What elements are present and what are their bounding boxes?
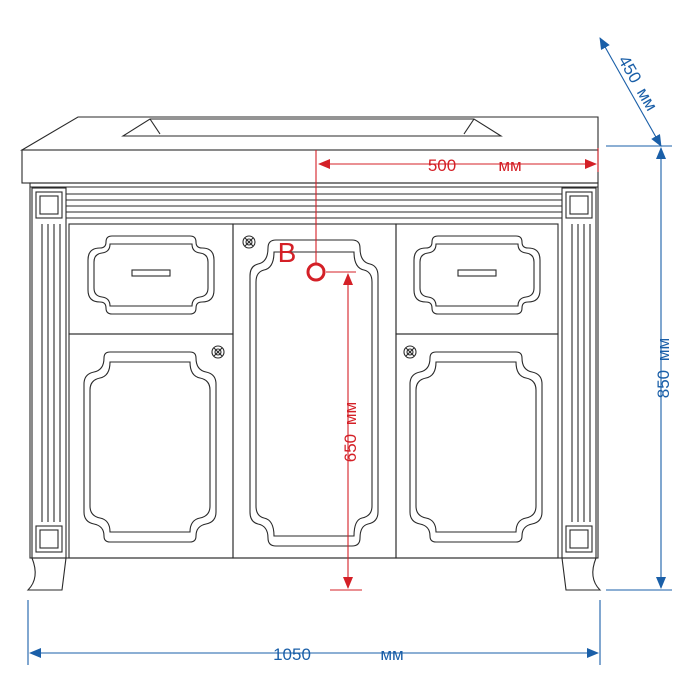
- width-value: 1050: [273, 645, 311, 664]
- left-door-panel: [83, 351, 217, 543]
- countertop-top-face: [19, 116, 599, 151]
- height-label: 850 мм: [654, 338, 673, 398]
- drain-offset-unit: мм: [498, 156, 521, 175]
- height-value: 850: [654, 370, 673, 398]
- right-drawer-handle: [457, 269, 497, 277]
- depth-dimension-line: [599, 37, 662, 147]
- knob-icon: [211, 345, 225, 359]
- drain-point-label: B: [278, 237, 297, 268]
- left-drawer-handle: [131, 269, 171, 277]
- left-pilaster: [31, 187, 67, 559]
- right-drawer: [395, 223, 559, 335]
- right-capital-square: [565, 191, 593, 219]
- frieze-grooves: [66, 193, 562, 219]
- depth-value: 450: [614, 52, 645, 86]
- drain-point-icon: [306, 262, 326, 282]
- left-base-square: [35, 525, 63, 553]
- left-drawer-panel: [87, 235, 215, 315]
- drain-height-label: 650 мм: [341, 402, 360, 462]
- drain-height-unit: мм: [341, 402, 360, 425]
- knob-icon: [403, 345, 417, 359]
- center-door-panel: [249, 239, 379, 547]
- height-unit: мм: [654, 338, 673, 361]
- right-base-square: [565, 525, 593, 553]
- left-door: [68, 333, 234, 559]
- cabinet-body: [29, 182, 599, 559]
- drain-offset-value: 500: [428, 156, 456, 175]
- right-door-panel: [409, 351, 543, 543]
- overall-dimensions: 1050 мм 850 мм 450 мм: [27, 37, 673, 665]
- left-drawer: [68, 223, 234, 335]
- left-capital-square: [35, 191, 63, 219]
- knob-icon: [242, 235, 256, 249]
- right-foot: [561, 557, 602, 591]
- vanity-cabinet: [19, 116, 602, 591]
- right-pilaster: [561, 187, 597, 559]
- left-foot: [26, 557, 67, 591]
- depth-unit: мм: [633, 84, 661, 114]
- right-drawer-panel: [413, 235, 541, 315]
- drain-dimensions: 500 мм B 650 мм: [278, 148, 599, 591]
- width-unit: мм: [380, 645, 403, 664]
- right-door: [395, 333, 559, 559]
- drain-height-value: 650: [341, 434, 360, 462]
